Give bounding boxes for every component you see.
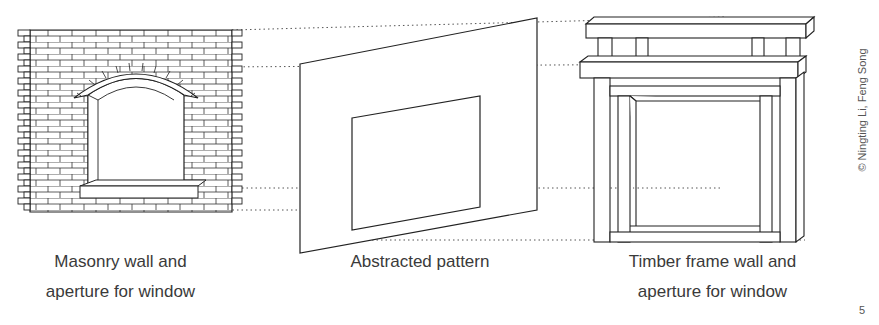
figure-number: 5 bbox=[859, 303, 865, 317]
copyright-note: © Ningting Li, Feng Song bbox=[855, 48, 869, 171]
caption: Abstracted pattern bbox=[320, 247, 520, 277]
abstract-plane bbox=[300, 18, 537, 253]
caption: Timber frame wall and aperture for windo… bbox=[610, 247, 815, 307]
masonry-wall bbox=[18, 30, 242, 212]
caption: Masonry wall and aperture for window bbox=[33, 247, 208, 307]
timber-frame bbox=[580, 17, 814, 242]
